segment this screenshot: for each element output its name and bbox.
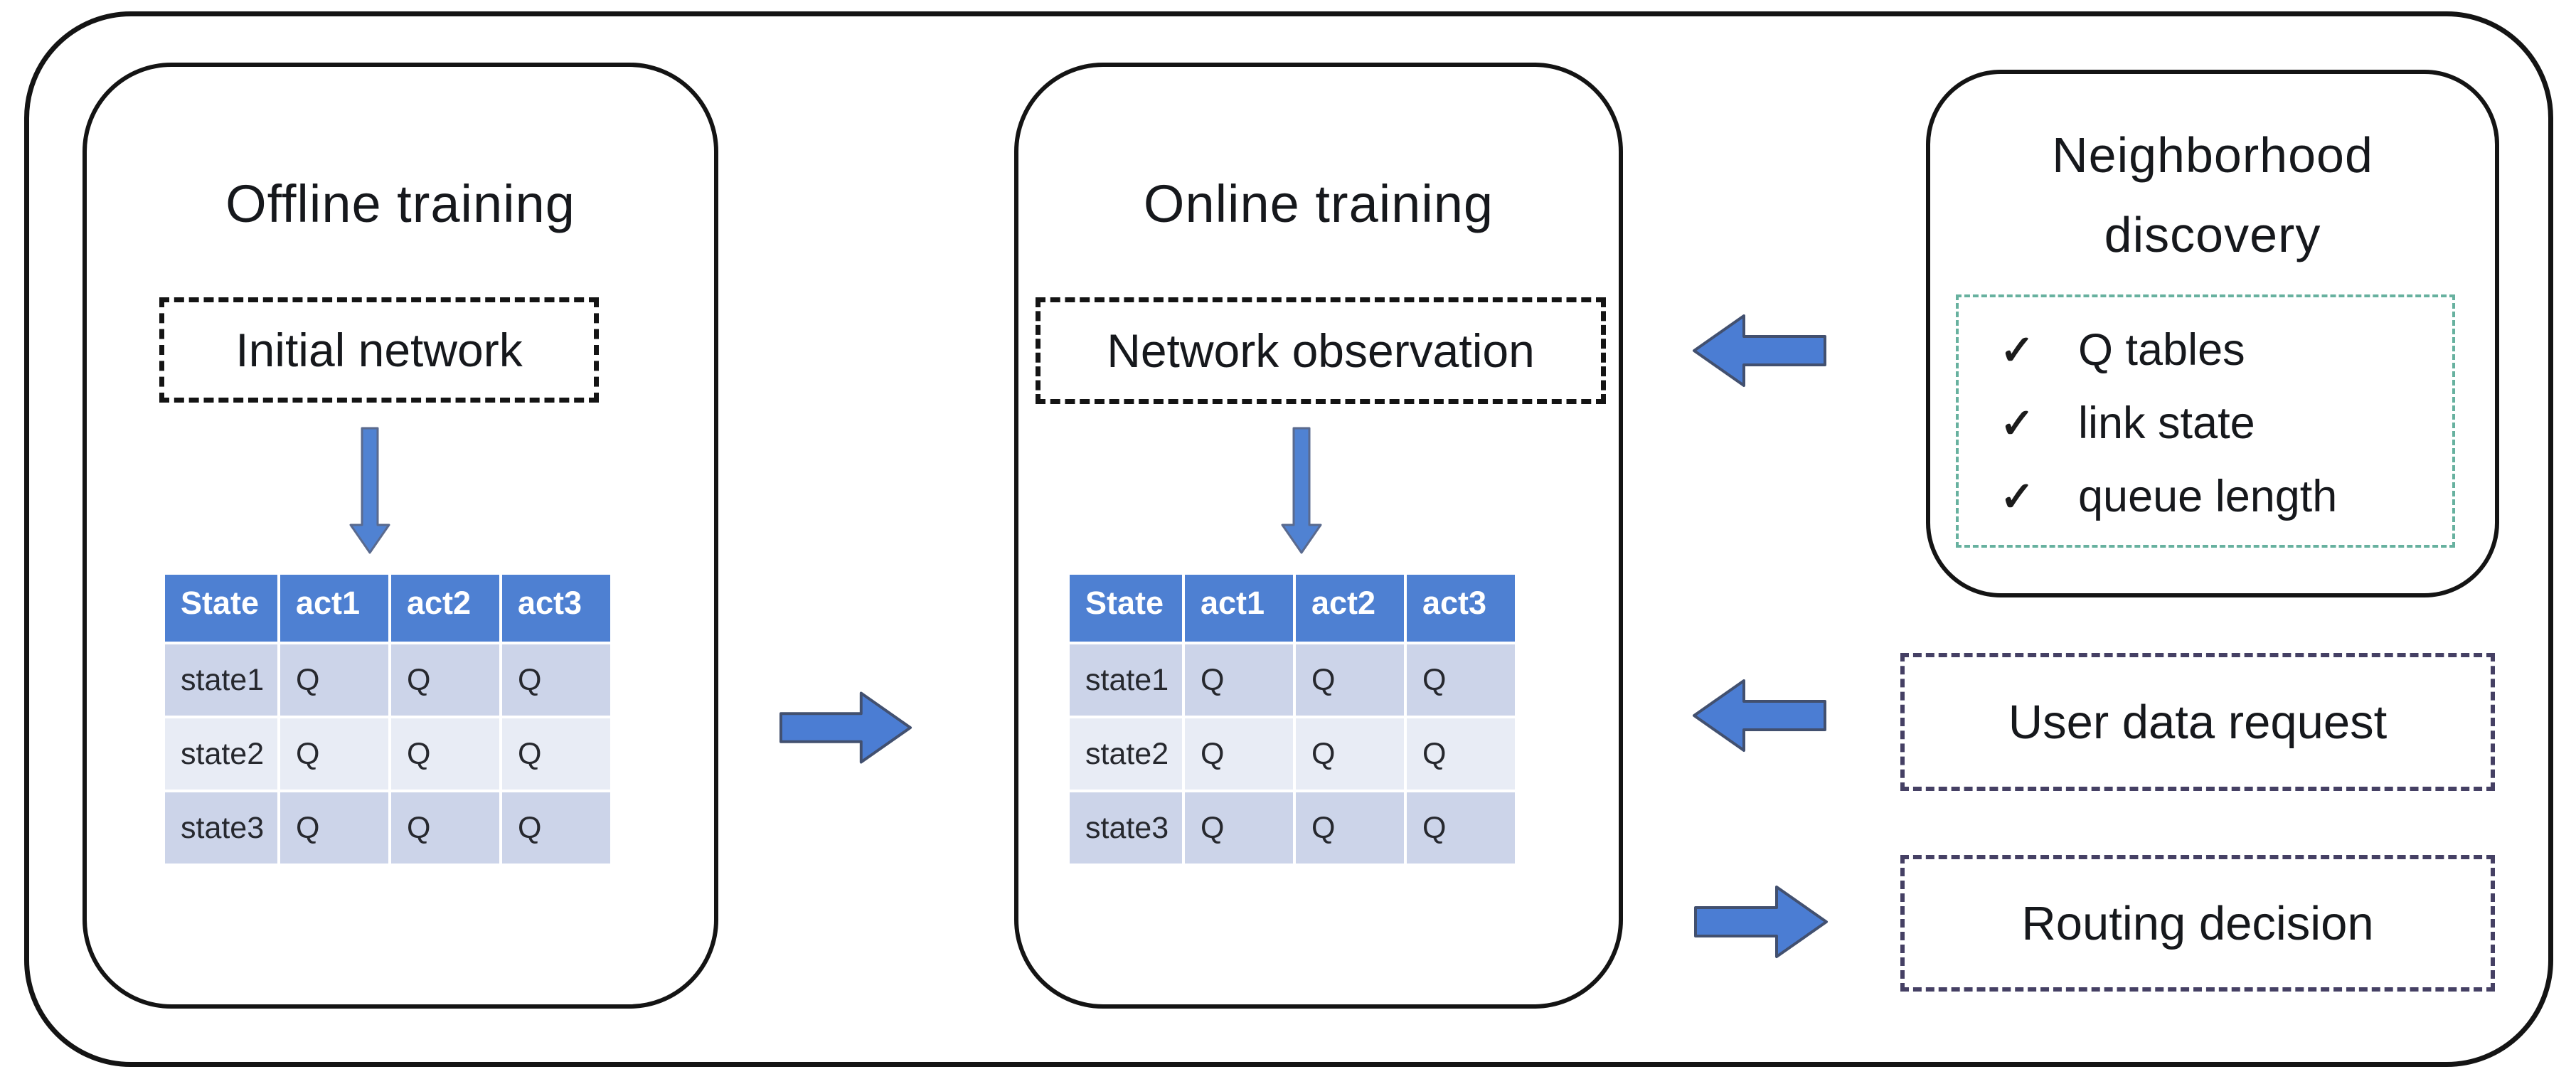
initial-network-label: Initial network <box>235 324 523 376</box>
table-row: state3 Q Q Q <box>165 792 610 864</box>
diagram-outer-frame <box>24 11 2553 1067</box>
arrow-right-shape <box>1694 886 1828 958</box>
initial-network-node: Initial network <box>159 297 599 403</box>
table-header-cell: State <box>1070 575 1182 642</box>
routing-decision-box: Routing decision <box>1900 855 2495 992</box>
user-data-request-box: User data request <box>1900 653 2495 791</box>
down-arrow-icon <box>1281 427 1322 554</box>
table-row: state3 Q Q Q <box>1070 792 1515 864</box>
arrow-left-icon <box>1693 314 1826 387</box>
checklist-item: ✓ Q tables <box>2000 316 2438 384</box>
table-cell: Q <box>1185 644 1293 716</box>
table-header-cell: act2 <box>1296 575 1404 642</box>
table-cell: Q <box>280 718 388 790</box>
check-icon: ✓ <box>2000 327 2035 373</box>
table-header-row: State act1 act2 act3 <box>165 575 610 642</box>
check-icon: ✓ <box>2000 474 2035 520</box>
checklist-item-label: link state <box>2078 398 2255 448</box>
table-header-cell: act3 <box>1407 575 1515 642</box>
table-cell: state1 <box>1070 644 1182 716</box>
down-arrow-icon <box>349 427 390 554</box>
table-cell: Q <box>391 718 499 790</box>
table-header-cell: act1 <box>280 575 388 642</box>
table-cell: Q <box>1296 644 1404 716</box>
table-cell: state2 <box>1070 718 1182 790</box>
q-table-online: State act1 act2 act3 state1 Q Q Q state2… <box>1067 572 1518 866</box>
table-cell: Q <box>1185 792 1293 864</box>
offline-training-title: Offline training <box>225 174 575 233</box>
table-cell: state2 <box>165 718 277 790</box>
checklist-item: ✓ link state <box>2000 389 2438 457</box>
arrow-right-icon <box>779 691 912 764</box>
table-row: state1 Q Q Q <box>165 644 610 716</box>
neighborhood-discovery-box: Neighborhood discovery <box>1926 70 2499 597</box>
table-cell: state3 <box>165 792 277 864</box>
table-header-row: State act1 act2 act3 <box>1070 575 1515 642</box>
table-cell: Q <box>502 644 610 716</box>
down-arrow-shape <box>1281 427 1322 554</box>
table-cell: Q <box>391 792 499 864</box>
down-arrow-shape <box>349 427 390 554</box>
table-cell: state1 <box>165 644 277 716</box>
table-cell: Q <box>1407 718 1515 790</box>
table-row: state2 Q Q Q <box>1070 718 1515 790</box>
table-header-cell: act1 <box>1185 575 1293 642</box>
arrow-left-icon <box>1693 679 1826 752</box>
arrow-right-icon <box>1694 886 1828 958</box>
network-observation-label: Network observation <box>1107 324 1535 377</box>
q-table-offline: State act1 act2 act3 state1 Q Q Q state2… <box>162 572 613 866</box>
checklist-item-label: queue length <box>2078 472 2338 521</box>
table-header-cell: State <box>165 575 277 642</box>
table-header-cell: act3 <box>502 575 610 642</box>
neighborhood-title-line1: Neighborhood <box>2052 127 2373 183</box>
table-cell: Q <box>1296 718 1404 790</box>
arrow-right-shape <box>779 691 912 764</box>
user-data-request-label: User data request <box>2008 695 2388 749</box>
table-cell: Q <box>1296 792 1404 864</box>
table-cell: Q <box>1407 792 1515 864</box>
table-cell: Q <box>1407 644 1515 716</box>
routing-decision-label: Routing decision <box>2021 896 2374 950</box>
table-cell: Q <box>280 644 388 716</box>
online-training-title: Online training <box>1143 174 1494 233</box>
neighborhood-title-line2: discovery <box>2104 207 2321 262</box>
table-cell: Q <box>1185 718 1293 790</box>
checklist-item-label: Q tables <box>2078 325 2245 375</box>
neighborhood-checklist: ✓ Q tables ✓ link state ✓ queue length <box>1956 294 2455 548</box>
offline-training-box: Offline training <box>83 63 718 1009</box>
table-row: state2 Q Q Q <box>165 718 610 790</box>
table-cell: Q <box>280 792 388 864</box>
arrow-left-shape <box>1693 314 1826 387</box>
table-header-cell: act2 <box>391 575 499 642</box>
checklist-item: ✓ queue length <box>2000 462 2438 531</box>
check-icon: ✓ <box>2000 400 2035 447</box>
table-cell: Q <box>391 644 499 716</box>
table-cell: Q <box>502 792 610 864</box>
table-cell: state3 <box>1070 792 1182 864</box>
network-observation-node: Network observation <box>1036 297 1606 404</box>
arrow-left-shape <box>1693 679 1826 752</box>
table-cell: Q <box>502 718 610 790</box>
neighborhood-discovery-title: Neighborhood discovery <box>1930 115 2495 275</box>
table-row: state1 Q Q Q <box>1070 644 1515 716</box>
